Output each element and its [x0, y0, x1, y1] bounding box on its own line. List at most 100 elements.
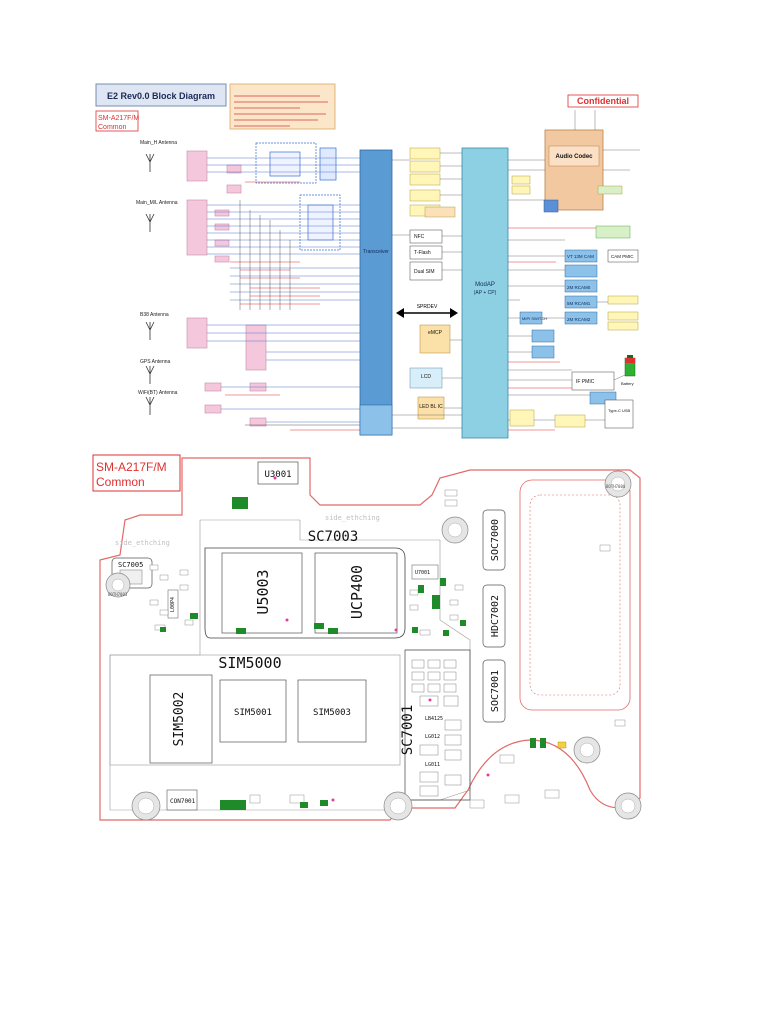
con7001-part [166, 789, 198, 811]
usb-label: Type-C USB [608, 408, 631, 413]
sprdev-label: SPRDEV [417, 304, 438, 310]
hdc7002-part [482, 584, 506, 648]
camera-lines [508, 239, 608, 353]
camera-label: 2M RCAM0 [567, 285, 591, 290]
modem-sublabel: (AP + CP) [474, 290, 497, 296]
ldp4-part [167, 589, 179, 619]
sc7003-label: SC7003 [308, 529, 359, 545]
audio-lines [508, 110, 640, 201]
antenna-label: Main_H Antenna [140, 140, 177, 146]
audio-codec-label: Audio Codec [556, 154, 594, 160]
mipi-switch-label: MIPI SWITCH [522, 316, 547, 321]
model-label-line1: SM-A217F/M [98, 115, 139, 122]
ucp400-label: UCP400 [348, 565, 366, 619]
pcb-layout: SM-A217F/M Common side_ethching side_eth… [92, 449, 646, 829]
camera-label: 2M RCAM2 [567, 317, 591, 322]
side-etching-label: side_ethching [325, 514, 380, 522]
u7001-part [411, 564, 439, 580]
sim5000-area [109, 654, 401, 766]
sim5001-part [219, 679, 287, 743]
sensor-block [595, 225, 631, 239]
lg012-label: LG012 [425, 734, 440, 740]
audio-small-block [543, 199, 559, 213]
sprdev-arrow: SPRDEV [396, 304, 458, 318]
emcp-block [419, 324, 451, 354]
antenna-icon [145, 153, 155, 172]
if-pmic-block [571, 371, 615, 391]
u7001-label: U7001 [415, 570, 430, 576]
cam-pmic-label: CAM PMIC [611, 254, 634, 259]
diagram-title: E2 Rev0.0 Block Diagram [107, 91, 215, 101]
left-module-blocks [409, 147, 456, 218]
diagram-title-box [95, 83, 227, 107]
rf-signal-lines [207, 157, 360, 423]
dual-sim-block [409, 261, 443, 281]
sim5003-part [297, 679, 367, 743]
mount-holes [105, 470, 642, 821]
u5003-label: U5003 [254, 569, 272, 614]
antenna-icon [145, 396, 155, 415]
tflash-block [409, 245, 443, 260]
block-diagram: E2 Rev0.0 Block Diagram Confidential SM-… [93, 77, 648, 442]
sim5003-label: SIM5003 [313, 708, 351, 718]
audio-amp-blocks [511, 175, 623, 195]
confidential-box [567, 94, 639, 108]
pcb-model-box [92, 454, 181, 492]
sc7005-part [111, 557, 153, 589]
rf-control-lines [225, 181, 360, 431]
soc7000-part [482, 509, 506, 571]
ldp4-label: L00P4 [170, 597, 176, 612]
soc7001-label: SOC7001 [490, 670, 501, 712]
usb-block [604, 399, 634, 429]
audio-codec-block [544, 129, 604, 211]
bottom-right-blocks [509, 409, 586, 428]
mount-hole [131, 791, 161, 821]
left-io-modules [409, 229, 443, 281]
camera-label: 5M RCAM1 [567, 301, 591, 306]
antenna-icon [145, 365, 155, 384]
pa-module-blocks [255, 142, 341, 251]
led-bl-label: LED BL IC [419, 404, 443, 410]
antenna-label: B38 Antenna [140, 312, 169, 318]
mount-hole [441, 516, 469, 544]
model-label-line2: Common [98, 124, 127, 131]
note-lines [234, 95, 328, 127]
transceiver-label: Transceiver [363, 249, 389, 255]
mount-hole [604, 470, 632, 498]
soc7001-part [482, 659, 506, 723]
modem-left-lines [392, 152, 462, 409]
cam-pmic-block [607, 249, 639, 263]
green-pads [160, 497, 546, 810]
sim5002-label: SIM5002 [172, 692, 187, 747]
audio-codec-inner [548, 145, 600, 167]
lcd-label: LCD [421, 374, 431, 380]
mount-hole [614, 792, 642, 820]
antenna-icons [145, 153, 155, 415]
modem-label: ModAP [475, 282, 495, 288]
mount-hole [573, 736, 601, 764]
note-box [229, 83, 336, 130]
hdc7002-label: HDC7002 [490, 595, 501, 637]
lb4125-label: LB4125 [425, 716, 443, 722]
power-lines [392, 369, 626, 429]
pcb-model-line2: Common [96, 475, 145, 489]
battery-top [625, 358, 635, 363]
if-pmic-label: IF PMIC [576, 379, 595, 385]
board-outline [99, 457, 641, 821]
antenna-icon [145, 321, 155, 340]
sim5000-label: SIM5000 [218, 654, 281, 672]
transceiver-block [359, 149, 393, 436]
u3001-part [257, 461, 299, 485]
battery-label: Battery [621, 381, 634, 386]
soc7000-label: SOC7000 [490, 519, 501, 561]
dual-sim-label: Dual SIM [414, 269, 435, 275]
confidential-label: Confidential [577, 96, 629, 106]
nfc-block [409, 229, 443, 244]
vertical-bus-lines [239, 200, 360, 426]
lg011-label: LG011 [425, 762, 440, 768]
wifi-bt-block [359, 404, 393, 436]
sim5002-part [149, 674, 213, 764]
lcm-blocks [607, 295, 639, 331]
antenna-icon [145, 213, 155, 232]
small-passives [149, 489, 626, 809]
